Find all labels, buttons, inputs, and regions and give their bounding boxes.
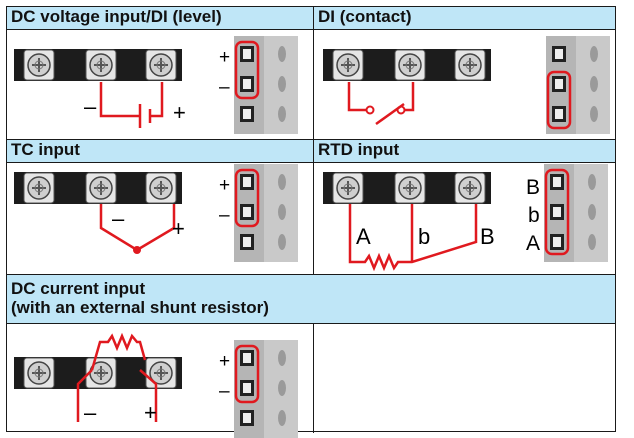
wire [347,82,415,112]
term-a-label: A [526,232,540,255]
minus-label: – [84,94,97,119]
side-terminal [546,36,610,134]
header-dc-current: DC current input (with an external shunt… [7,275,615,323]
divider [313,7,314,275]
term-minus-label: – [219,205,230,226]
header-dc-current-line1: DC current input [11,279,146,298]
header-tc-input: TC input [7,140,313,162]
term-minus-label: – [219,381,230,402]
minus-label: – [84,400,97,425]
side-terminal [234,340,298,438]
plus-label: + [172,216,185,241]
junction [133,246,141,254]
highlight-box [234,168,260,228]
current-wire [76,369,158,422]
rtd-diagram: A b B B b A [323,164,608,272]
terminal-block [14,172,182,204]
contact-terminal [365,105,375,115]
wire-b-small-label: b [418,224,430,249]
highlight-box [234,344,260,404]
highlight-box [544,168,570,256]
term-minus-label: – [219,77,230,98]
highlight-box [546,70,572,130]
plus-label: + [173,100,186,125]
header-di-contact: DI (contact) [314,7,615,29]
divider [7,274,615,275]
terminal-block [323,49,491,81]
wiring-table: DC voltage input/DI (level) DI (contact)… [6,6,616,433]
side-terminal [544,164,608,262]
term-plus-label: + [219,351,230,372]
divider [7,139,615,140]
wire-b-label: B [480,224,495,249]
di-contact-diagram [323,36,610,134]
divider [7,323,615,324]
wire-a-label: A [356,224,371,249]
switch-arm [375,102,405,126]
dc-current-diagram: – + + – [14,332,298,438]
side-terminal [234,36,298,134]
side-terminal [234,164,298,262]
term-plus-label: + [219,175,230,196]
header-rtd-input: RTD input [314,140,615,162]
terminal-block [14,49,182,81]
tc-diagram: – + + – [14,164,298,262]
terminal-block [323,172,491,204]
term-b-upper-label: B [526,176,540,199]
dc-voltage-diagram: – + + – [14,36,298,134]
wire [99,82,164,118]
header-dc-current-line2: (with an external shunt resistor) [11,298,269,317]
minus-label: – [112,206,125,231]
divider [7,29,615,30]
divider [7,162,615,163]
highlight-box [234,40,260,100]
header-dc-voltage: DC voltage input/DI (level) [7,7,313,29]
plus-label: + [144,400,157,425]
shunt-resistor [90,332,147,371]
term-plus-label: + [219,47,230,68]
divider [313,323,314,433]
term-b-small-label: b [528,204,540,227]
